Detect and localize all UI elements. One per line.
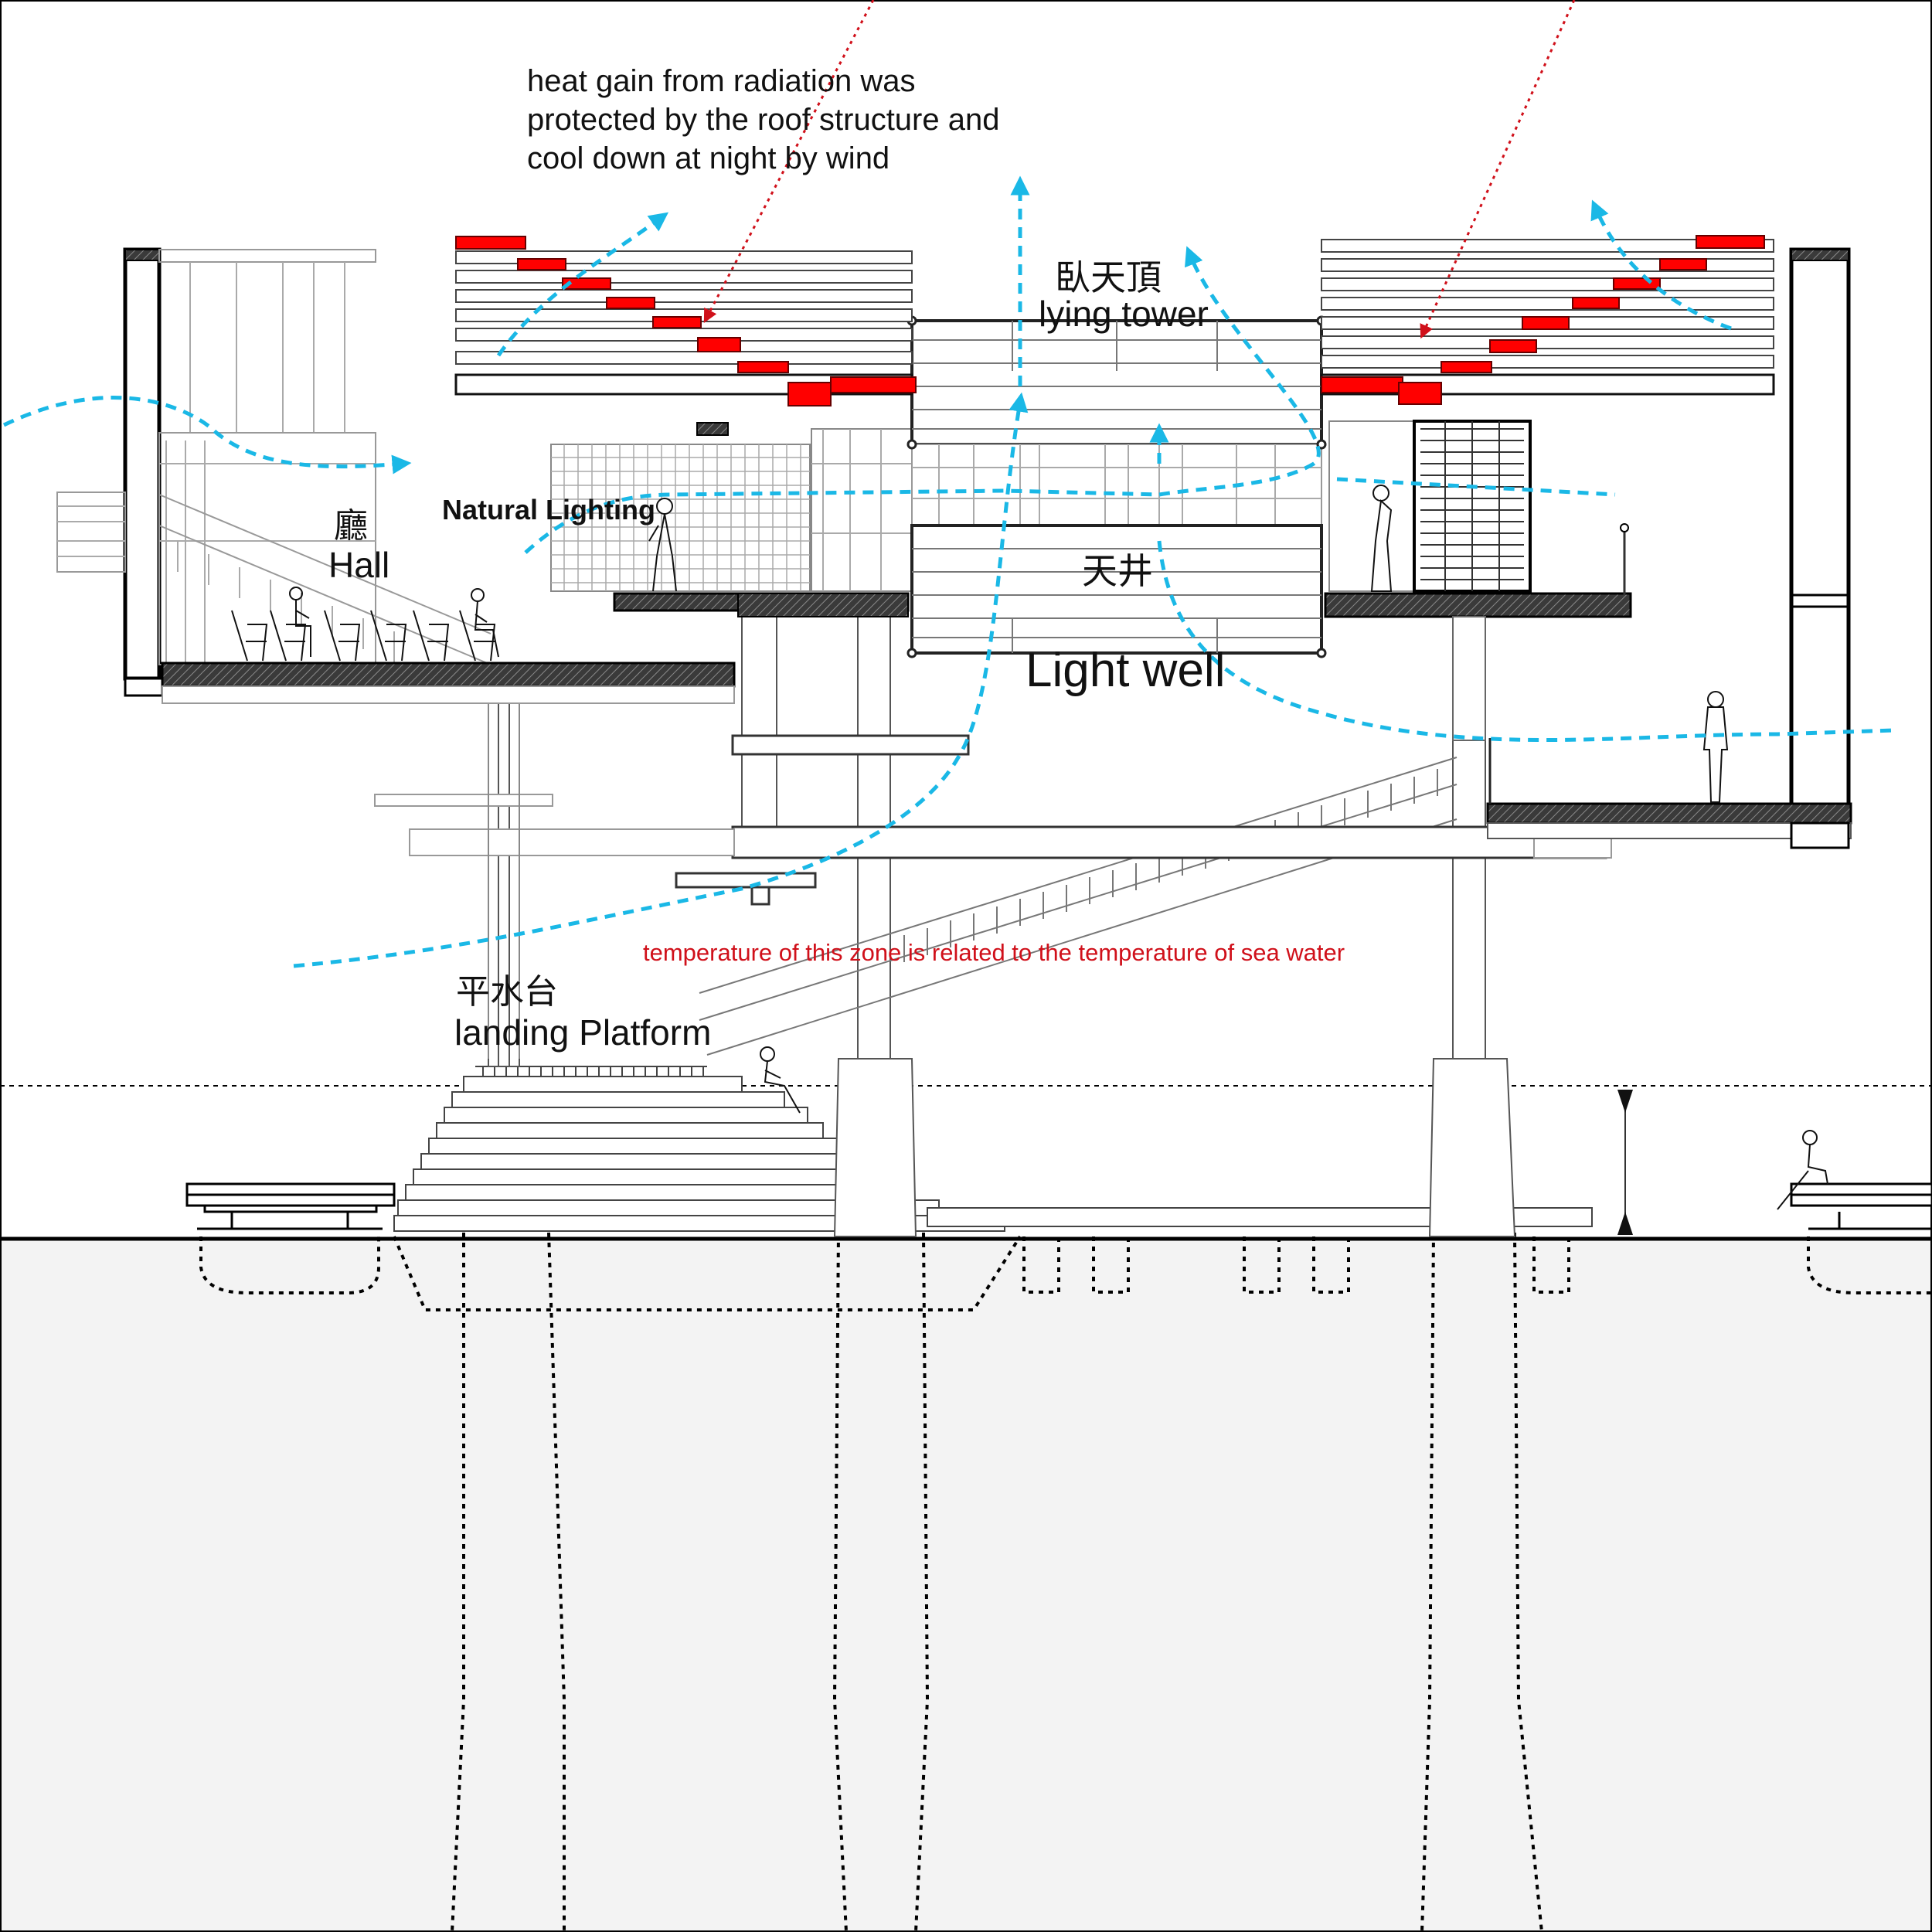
sea-zone-note: temperature of this zone is related to t…	[643, 939, 1345, 966]
right-wing	[1486, 247, 1852, 849]
left-upper-deck	[550, 422, 913, 617]
light-well-cn-label: 天井	[1082, 550, 1153, 592]
bench-left	[185, 1182, 396, 1230]
landing-steps-teeth	[475, 1066, 707, 1077]
water-level-dimension	[1617, 1090, 1633, 1235]
heat-blocks	[455, 235, 1765, 406]
standing-people	[648, 485, 1828, 1210]
hall-chairs	[231, 587, 499, 662]
stilts	[488, 699, 520, 1059]
roof-louvres-left	[454, 250, 913, 396]
lying-tower-en-label: lying tower	[1039, 294, 1209, 334]
lower-deck	[374, 734, 1612, 906]
hall-building	[56, 247, 736, 704]
natural-lighting-label: Natural Lighting	[442, 494, 655, 526]
light-well	[906, 315, 1327, 658]
radiation-arrows	[703, 0, 1576, 339]
radiation-note-line-2: protected by the roof structure and	[527, 103, 999, 137]
diagonal-stair	[699, 757, 1458, 1056]
lying-tower-cn-label: 臥天頂	[1055, 257, 1162, 298]
hall-en-label: Hall	[328, 545, 389, 585]
foundation-piles	[199, 1232, 1932, 1932]
landing-platform-en-label: landing Platform	[454, 1012, 711, 1053]
bench-right	[1790, 1182, 1932, 1230]
seabed	[0, 1085, 1932, 1930]
radiation-note-line-1: heat gain from radiation was	[527, 64, 916, 98]
radiation-note-line-3: cool down at night by wind	[527, 141, 889, 175]
landing-platform-cn-label: 平水台	[456, 972, 558, 1012]
light-well-en-label: Light well	[1026, 644, 1225, 697]
hall-cn-label: 廳	[334, 506, 368, 546]
airflow-arrows	[2, 175, 1894, 968]
radiation-note: heat gain from radiation was protected b…	[527, 64, 999, 175]
right-upper-block	[1324, 420, 1632, 741]
landing-steps	[393, 1076, 1593, 1232]
